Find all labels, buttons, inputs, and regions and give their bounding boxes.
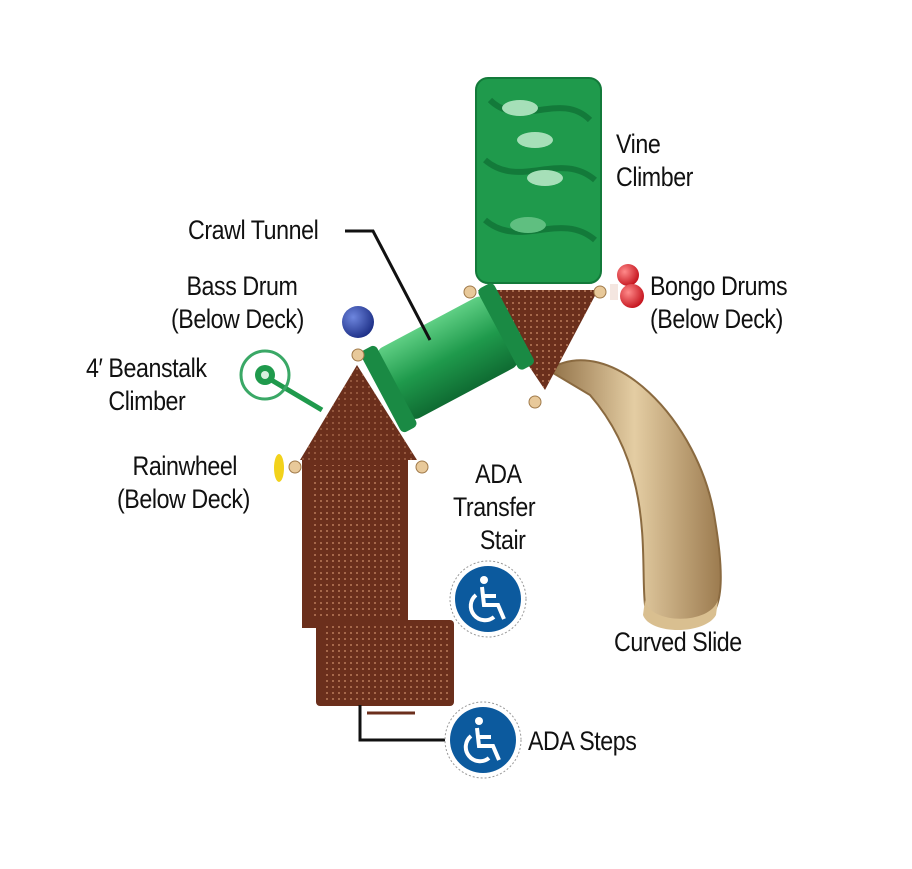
ada-steps-leader — [358, 705, 445, 742]
label-line: Climber — [108, 386, 186, 416]
label-line: ADA — [475, 459, 522, 489]
label-line: 4′ Beanstalk — [86, 353, 207, 383]
bongo-drums-label: Bongo Drums (Below Deck) — [650, 270, 788, 336]
bongo-drums — [610, 264, 644, 308]
label-line: Bass Drum — [186, 271, 298, 301]
label-line: (Below Deck) — [650, 304, 783, 334]
label-line: (Below Deck) — [117, 484, 250, 514]
rainwheel-label: Rainwheel (Below Deck) — [117, 450, 250, 516]
label-line: Stair — [479, 525, 526, 555]
label-line: (Below Deck) — [171, 304, 304, 334]
wheelchair-icon — [449, 560, 527, 638]
label-line: Transfer — [453, 492, 536, 522]
label-line: Climber — [616, 162, 693, 192]
curved-slide-label: Curved Slide — [614, 627, 742, 657]
crawl-tunnel — [360, 283, 534, 433]
curved-slide — [546, 359, 722, 630]
label-line: Rainwheel — [132, 451, 238, 481]
beanstalk-climber — [239, 349, 324, 413]
beanstalk-climber-label: 4′ Beanstalk Climber — [86, 352, 207, 418]
ada-steps-label: ADA Steps — [528, 726, 637, 756]
rainwheel — [274, 454, 302, 482]
vine-climber-label: Vine Climber — [616, 128, 693, 194]
vine-climber — [475, 77, 602, 284]
crawl-tunnel-label: Crawl Tunnel — [188, 215, 319, 245]
deck-fittings — [415, 285, 607, 474]
label-line: Bongo Drums — [650, 271, 788, 301]
wheelchair-icon — [444, 701, 522, 779]
bass-drum-label: Bass Drum (Below Deck) — [171, 270, 304, 336]
crawl-tunnel-leader — [345, 229, 432, 341]
ada-transfer-stair-label: ADA Transfer Stair — [453, 458, 536, 557]
bass-drum — [342, 306, 374, 362]
label-line: Vine — [616, 129, 661, 159]
main-deck — [300, 365, 454, 715]
